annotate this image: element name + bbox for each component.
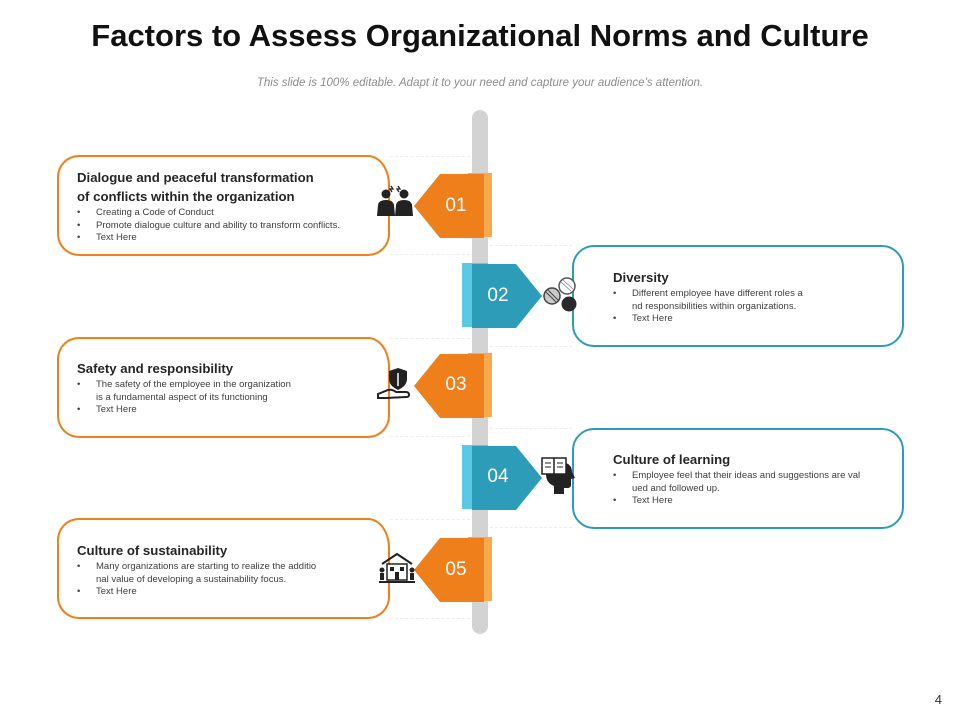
- number-badge-05: [412, 536, 496, 604]
- factor-02-bullet-2: Text Here: [613, 313, 893, 326]
- factor-02-bullet-1: Different employee have different roles …: [613, 288, 893, 313]
- factor-02-bullets: Different employee have different roles …: [613, 288, 893, 326]
- factor-03-bullet-1: The safety of the employee in the organi…: [77, 379, 367, 404]
- factor-03-bullets: The safety of the employee in the organi…: [77, 379, 367, 417]
- connector-line: [390, 338, 470, 339]
- two-people-conflict-icon: [374, 184, 416, 218]
- factor-01-bullet-3: Text Here: [77, 232, 377, 245]
- slide-title: Factors to Assess Organizational Norms a…: [91, 18, 869, 53]
- factor-04-bullet-2: Text Here: [613, 495, 898, 508]
- factor-01-bullet-1: Creating a Code of Conduct: [77, 207, 377, 220]
- head-book-icon: [540, 456, 578, 496]
- connector-line: [390, 618, 470, 619]
- factor-05-bullets: Many organizations are starting to reali…: [77, 561, 367, 599]
- connector-line: [390, 519, 470, 520]
- factor-04-bullet-1: Employee feel that their ideas and sugge…: [613, 470, 898, 495]
- badge-01-number: 01: [445, 195, 467, 216]
- factor-01-bullet-2: Promote dialogue culture and ability to …: [77, 220, 377, 233]
- factor-05-title: Culture of sustainability: [77, 543, 228, 558]
- badge-03-number: 03: [445, 374, 467, 395]
- diversity-circles-icon: [540, 276, 580, 314]
- connector-line: [490, 527, 572, 528]
- factor-03-title: Safety and responsibility: [77, 361, 234, 376]
- badge-04-number: 04: [487, 466, 509, 487]
- connector-line: [490, 245, 572, 246]
- number-badge-02: [462, 262, 546, 330]
- factor-04-bullets: Employee feel that their ideas and sugge…: [613, 470, 898, 508]
- factor-01-title-line1: Dialogue and peaceful transformation: [77, 170, 314, 185]
- shield-hand-icon: [376, 366, 416, 400]
- connector-line: [390, 436, 470, 437]
- number-badge-01: [412, 172, 496, 240]
- page-number: 4: [934, 692, 942, 707]
- badge-02-number: 02: [487, 285, 509, 306]
- connector-line: [390, 156, 470, 157]
- badge-05-number: 05: [445, 559, 467, 580]
- connector-line: [490, 428, 572, 429]
- factor-01-title: Dialogue and peaceful transformation of …: [77, 168, 314, 206]
- number-badge-03: [412, 352, 496, 420]
- factor-05-bullet-1: Many organizations are starting to reali…: [77, 561, 367, 586]
- slide-subtitle: This slide is 100% editable. Adapt it to…: [256, 77, 704, 89]
- connector-line: [490, 346, 572, 347]
- sustainable-community-icon: [378, 552, 416, 586]
- factor-05-bullet-2: Text Here: [77, 586, 367, 599]
- factor-01-title-line2: of conflicts within the organization: [77, 189, 295, 204]
- factor-02-title: Diversity: [613, 270, 669, 285]
- factor-01-bullets: Creating a Code of Conduct Promote dialo…: [77, 207, 377, 245]
- number-badge-04: [462, 444, 546, 512]
- factor-04-title: Culture of learning: [613, 452, 731, 467]
- factor-03-bullet-2: Text Here: [77, 404, 367, 417]
- connector-line: [390, 254, 470, 255]
